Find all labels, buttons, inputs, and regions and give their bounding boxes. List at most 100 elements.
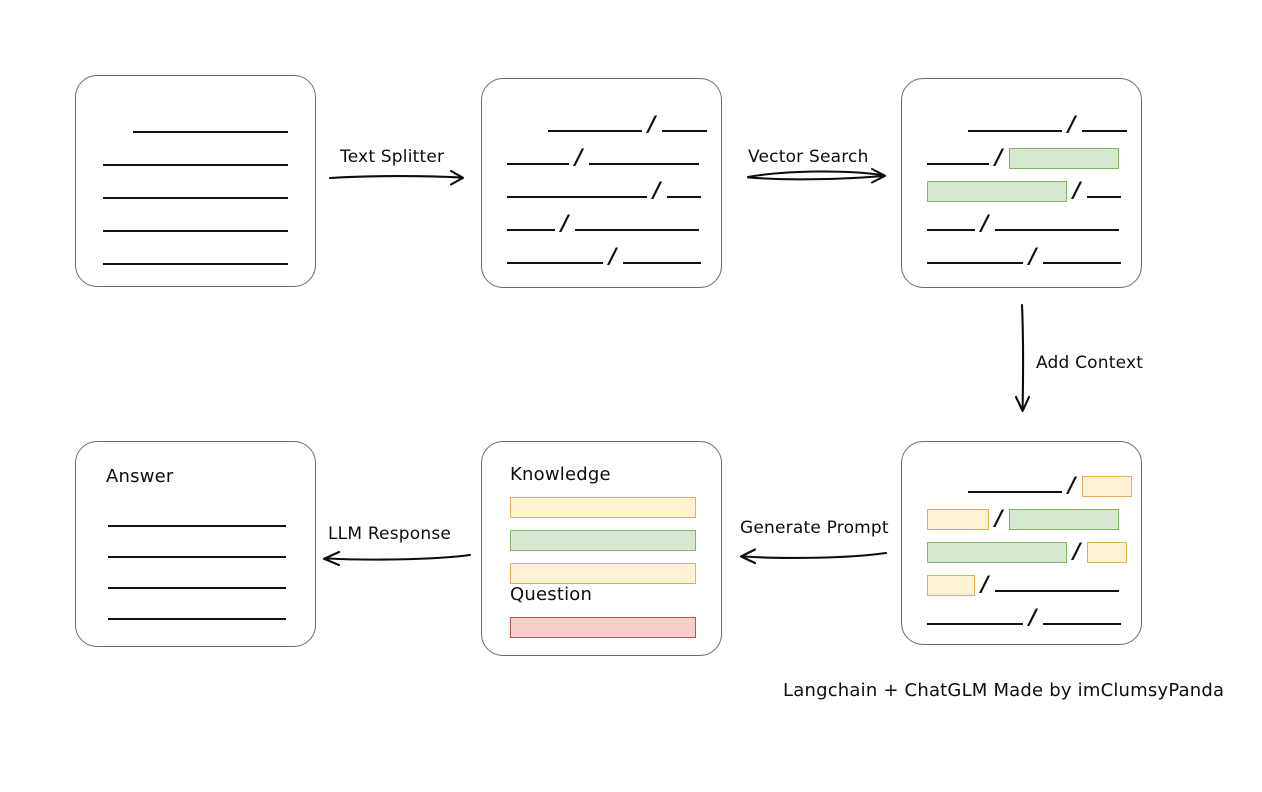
text-line-segment	[507, 229, 555, 231]
text-line-row: /	[927, 540, 1127, 563]
text-line-segment	[927, 262, 1023, 264]
text-line-row	[108, 572, 286, 592]
text-line-segment	[1042, 623, 1121, 625]
text-line-row	[103, 248, 288, 268]
text-line-row: /	[927, 179, 1121, 202]
prompt-bar-green	[510, 530, 696, 551]
text-line-segment	[103, 230, 288, 232]
chunk-separator-slash: /	[648, 111, 656, 136]
chunk-separator-slash: /	[995, 505, 1003, 530]
arrow-label-llm-response: LLM Response	[328, 524, 452, 544]
highlighted-chunk-yellow	[927, 574, 975, 596]
text-line-row: /	[927, 571, 1119, 596]
text-line-row: /	[968, 111, 1127, 136]
text-line-segment	[133, 131, 288, 133]
text-line-row	[103, 182, 288, 202]
arrow-vector-search	[747, 168, 886, 184]
chunk-separator-slash: /	[1068, 472, 1076, 497]
text-line-row	[108, 541, 286, 561]
chunk-separator-slash: /	[995, 144, 1003, 169]
text-line-row: /	[968, 472, 1132, 497]
text-line-segment	[507, 262, 603, 264]
text-line-segment	[548, 130, 642, 132]
text-line-segment	[622, 262, 701, 264]
highlighted-chunk-green	[927, 180, 1067, 202]
text-line-row: /	[927, 144, 1119, 169]
arrow-label-generate-prompt: Generate Prompt	[740, 518, 889, 538]
text-line-segment	[108, 618, 286, 620]
text-line-segment	[507, 163, 569, 165]
footer-credit: Langchain + ChatGLM Made by imClumsyPand…	[783, 680, 1225, 701]
text-line-segment	[108, 587, 286, 589]
text-line-segment	[927, 623, 1023, 625]
answer-box[interactable]: Answer	[75, 441, 316, 647]
text-line-segment	[1042, 262, 1121, 264]
text-line-row: /	[927, 604, 1121, 629]
text-line-segment	[103, 164, 288, 166]
prompt-section-heading-0: Knowledge	[510, 464, 611, 485]
source-document-box[interactable]	[75, 75, 316, 287]
arrow-label-text-splitter: Text Splitter	[340, 147, 445, 167]
arrow-add-context	[1014, 303, 1031, 413]
text-line-segment	[994, 590, 1119, 592]
chunk-separator-slash: /	[981, 210, 989, 235]
chunk-separator-slash: /	[1029, 604, 1037, 629]
highlighted-chunk-yellow	[1086, 541, 1127, 563]
highlighted-chunk-green	[1008, 508, 1119, 530]
chunk-separator-slash: /	[1029, 243, 1037, 268]
text-line-segment	[927, 229, 975, 231]
highlighted-chunk-yellow	[927, 508, 989, 530]
text-line-row	[133, 116, 288, 136]
chunk-separator-slash: /	[653, 177, 661, 202]
chunk-separator-slash: /	[575, 144, 583, 169]
text-line-segment	[103, 263, 288, 265]
text-line-segment	[1081, 130, 1127, 132]
text-line-segment	[574, 229, 699, 231]
text-line-segment	[994, 229, 1119, 231]
prompt-bar-yellow	[510, 497, 696, 518]
context-added-box[interactable]: / / / / /	[901, 441, 1142, 645]
chunk-separator-slash: /	[1068, 111, 1076, 136]
highlighted-chunk-green	[927, 541, 1067, 563]
text-line-row: /	[927, 210, 1119, 235]
text-line-row: /	[927, 243, 1121, 268]
prompt-section-heading-1: Question	[510, 584, 593, 605]
text-line-segment	[666, 196, 701, 198]
text-line-segment	[927, 163, 989, 165]
text-line-row: /	[507, 243, 701, 268]
text-line-segment	[968, 130, 1062, 132]
text-line-segment	[588, 163, 699, 165]
text-line-row	[108, 510, 286, 530]
prompt-bar-red	[510, 617, 696, 638]
highlighted-chunk-green	[1008, 147, 1119, 169]
arrow-text-splitter	[328, 169, 465, 186]
arrow-label-vector-search: Vector Search	[748, 147, 869, 167]
arrow-generate-prompt	[739, 548, 888, 565]
chunk-separator-slash: /	[561, 210, 569, 235]
highlighted-chunk-yellow	[1081, 475, 1132, 497]
prompt-bar-yellow	[510, 563, 696, 584]
text-line-segment	[507, 196, 647, 198]
split-chunks-box[interactable]: / / / / /	[481, 78, 722, 288]
vector-matches-box[interactable]: / / / / /	[901, 78, 1142, 288]
arrow-llm-response	[322, 550, 472, 567]
text-line-segment	[661, 130, 707, 132]
answer-heading: Answer	[106, 466, 174, 487]
text-line-segment	[103, 197, 288, 199]
text-line-row	[103, 215, 288, 235]
text-line-row: /	[927, 505, 1119, 530]
text-line-row: /	[548, 111, 707, 136]
text-line-segment	[108, 525, 286, 527]
text-line-row: /	[507, 210, 699, 235]
text-line-segment	[1086, 196, 1121, 198]
text-line-segment	[108, 556, 286, 558]
text-line-row: /	[507, 144, 699, 169]
text-line-row: /	[507, 177, 701, 202]
text-line-row	[108, 603, 286, 623]
chunk-separator-slash: /	[981, 571, 989, 596]
text-line-segment	[968, 491, 1062, 493]
chunk-separator-slash: /	[609, 243, 617, 268]
text-line-row	[103, 149, 288, 169]
